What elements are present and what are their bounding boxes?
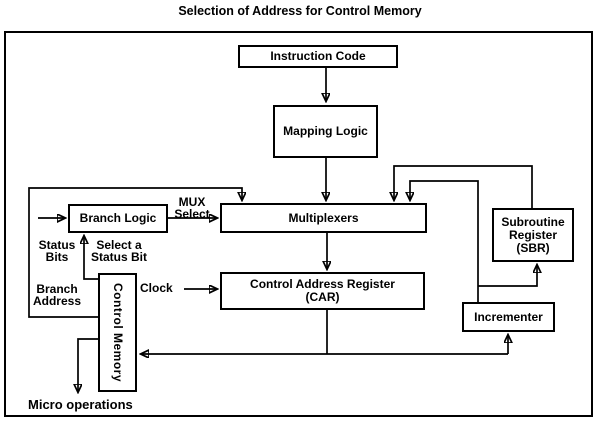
label-clock: Clock (140, 281, 173, 295)
box-mapping-logic: Mapping Logic (273, 105, 378, 158)
label-branch-address: Branch Address (32, 282, 82, 308)
diagram-border (4, 31, 593, 417)
box-subroutine-register: Subroutine Register (SBR) (492, 208, 574, 262)
label-select-a-status-bit: Select a Status Bit (90, 238, 147, 264)
wire-micro-operations-out (78, 338, 98, 392)
box-instruction-code: Instruction Code (238, 45, 398, 68)
box-multiplexers: Multiplexers (220, 203, 427, 233)
wire-sbr-to-mux (394, 165, 533, 208)
wire-incrementer-to-mux (410, 180, 479, 302)
label-status-bits: Status Bits (38, 238, 76, 264)
wire-select-status-bit (84, 236, 98, 280)
box-incrementer: Incrementer (462, 302, 555, 332)
diagram-title: Selection of Address for Control Memory (178, 4, 422, 18)
wire-incrementer-to-sbr (478, 265, 537, 287)
label-mux-select: MUX Select (174, 195, 210, 221)
label-micro-operations: Micro operations (28, 397, 133, 412)
wire-branch-address-to-mux (28, 187, 242, 318)
box-branch-logic: Branch Logic (68, 204, 168, 233)
box-control-memory: Control Memory (98, 273, 137, 392)
box-control-address-register: Control Address Register (CAR) (220, 272, 425, 310)
